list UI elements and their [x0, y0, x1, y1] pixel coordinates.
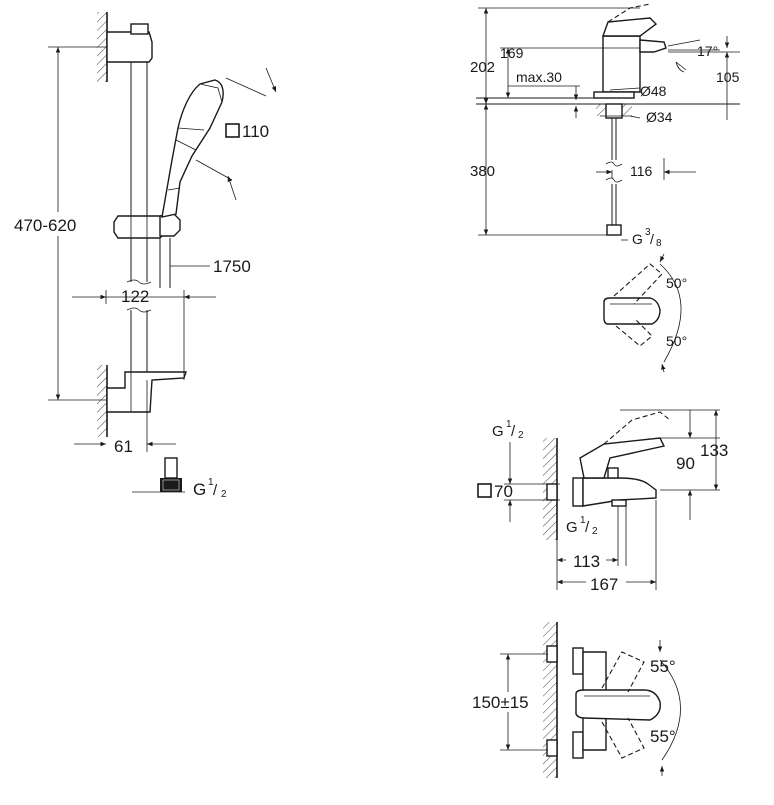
base-dia-label: Ø48 [640, 83, 667, 99]
head-size-label: 110 [242, 122, 269, 141]
svg-text:G: G [566, 519, 578, 536]
height-spout-label: 90 [676, 454, 695, 473]
total-height-label: 202 [470, 59, 495, 76]
svg-text:8: 8 [656, 238, 662, 249]
bath-mixer-plan-drawing [470, 622, 681, 778]
svg-text:G: G [193, 480, 206, 499]
slider-offset-label: 122 [121, 287, 149, 306]
rosette-label: 70 [494, 482, 513, 501]
reach-label: 116 [630, 163, 653, 179]
basin-mixer-drawing [476, 3, 740, 373]
svg-text:G: G [632, 231, 643, 247]
shower-rail-drawing [12, 12, 277, 493]
hole-dia-label: Ø34 [646, 109, 673, 125]
hose-length-label: 1750 [213, 257, 251, 276]
bath-mixer-side-drawing [477, 409, 720, 592]
svg-text:1: 1 [580, 515, 586, 526]
svg-text:3: 3 [645, 227, 651, 238]
height-total-label: 133 [700, 441, 728, 460]
basin-connection-label: G 3 / 8 [632, 227, 662, 249]
total-reach-label: 167 [590, 575, 618, 594]
svg-text:2: 2 [518, 430, 524, 441]
bath-rotate-up-label: 55° [650, 657, 676, 676]
spout-reach-v-label: 105 [716, 69, 740, 85]
svg-text:1: 1 [208, 477, 214, 488]
wall-offset-label: 61 [114, 437, 133, 456]
svg-text:2: 2 [221, 489, 227, 500]
bath-inlet-bottom-label: G 1 / 2 [566, 515, 598, 537]
svg-text:/: / [213, 482, 218, 499]
rotate-down-label: 50° [666, 333, 687, 349]
shower-connection-label: G 1 / 2 [193, 477, 227, 500]
svg-text:/: / [585, 519, 590, 536]
svg-text:/: / [511, 423, 516, 440]
bath-rotate-down-label: 55° [650, 727, 676, 746]
rotate-up-label: 50° [666, 275, 687, 291]
centres-label: 150±15 [472, 693, 529, 712]
rail-height-label: 470-620 [14, 216, 76, 235]
svg-text:/: / [650, 231, 654, 247]
svg-text:2: 2 [592, 526, 598, 537]
svg-text:1: 1 [506, 419, 512, 430]
max-deck-label: max.30 [516, 69, 562, 85]
hose-length-basin-label: 380 [470, 163, 495, 180]
svg-text:G: G [492, 423, 504, 440]
spout-reach-label: 113 [573, 552, 600, 571]
bath-inlet-top-label: G 1 / 2 [492, 419, 524, 441]
spout-height-label: 169 [500, 45, 524, 61]
lever-angle-label: 17° [697, 43, 718, 59]
